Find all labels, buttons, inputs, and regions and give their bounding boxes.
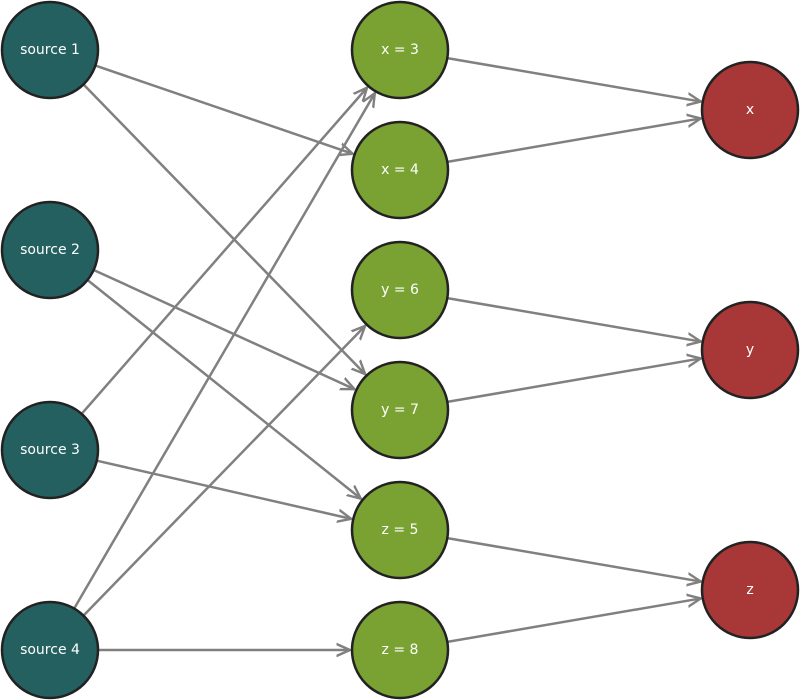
node-label-z: z [746, 582, 753, 598]
node-circle-z [700, 540, 800, 640]
node-label-x3: x = 3 [381, 42, 419, 58]
node-circle-y7 [350, 360, 450, 460]
edge-source4-to-x3 [73, 93, 375, 610]
node-label-y: y [746, 342, 754, 358]
node-x4: x = 4 [350, 120, 450, 220]
node-circle-z5 [350, 480, 450, 580]
node-circle-source2 [0, 200, 100, 300]
node-y: y [700, 300, 800, 400]
node-label-source1: source 1 [20, 42, 80, 58]
node-y7: y = 7 [350, 360, 450, 460]
node-x: x [700, 60, 800, 160]
node-label-x: x [746, 102, 754, 118]
edge-x4-to-x [447, 118, 700, 164]
node-z5: z = 5 [350, 480, 450, 580]
node-circle-y [700, 300, 800, 400]
node-label-z8: z = 8 [382, 642, 419, 658]
node-label-x4: x = 4 [381, 162, 419, 178]
edge-source3-to-x3 [80, 88, 367, 415]
node-circle-x [700, 60, 800, 160]
edges-layer [73, 56, 701, 650]
edge-source3-to-z5 [96, 459, 351, 519]
node-z: z [700, 540, 800, 640]
edge-source4-to-y6 [82, 326, 365, 617]
node-source3: source 3 [0, 400, 100, 500]
node-source2: source 2 [0, 200, 100, 300]
node-source4: source 4 [0, 600, 100, 700]
edge-y6-to-y [447, 296, 700, 341]
node-circle-x3 [350, 0, 450, 100]
node-z8: z = 8 [350, 600, 450, 700]
node-circle-source1 [0, 0, 100, 100]
node-x3: x = 3 [350, 0, 450, 100]
node-circle-source3 [0, 400, 100, 500]
edge-z5-to-z [447, 536, 700, 581]
edge-source2-to-z5 [86, 279, 360, 499]
node-y6: y = 6 [350, 240, 450, 340]
node-label-source4: source 4 [20, 642, 80, 658]
node-label-source2: source 2 [20, 242, 80, 258]
node-label-y7: y = 7 [381, 402, 419, 418]
edge-x3-to-x [447, 56, 700, 101]
edge-y7-to-y [447, 358, 700, 404]
node-circle-y6 [350, 240, 450, 340]
node-circle-x4 [350, 120, 450, 220]
edge-source1-to-x4 [94, 64, 352, 154]
node-circle-z8 [350, 600, 450, 700]
edge-source2-to-y7 [93, 268, 355, 389]
node-circle-source4 [0, 600, 100, 700]
node-label-source3: source 3 [20, 442, 80, 458]
node-label-y6: y = 6 [381, 282, 419, 298]
node-source1: source 1 [0, 0, 100, 100]
edge-z8-to-z [447, 598, 700, 644]
edge-source1-to-y7 [82, 83, 365, 374]
node-label-z5: z = 5 [382, 522, 419, 538]
